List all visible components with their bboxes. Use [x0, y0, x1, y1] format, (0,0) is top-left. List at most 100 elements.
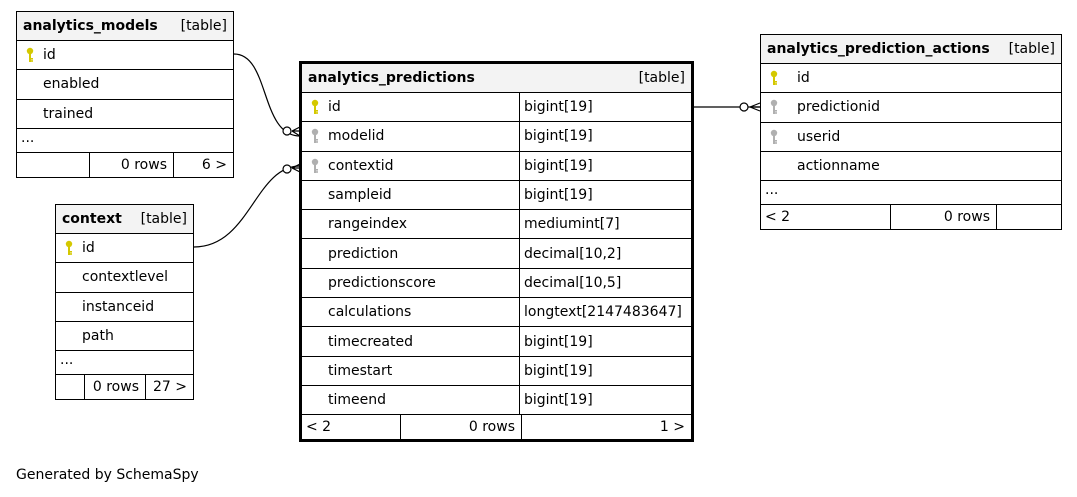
- table-footer: < 2 0 rows: [761, 205, 1061, 230]
- primary-key-icon: [302, 99, 328, 115]
- column-type: bigint[19]: [519, 180, 691, 210]
- column-name: contextid: [328, 157, 394, 174]
- column-name: contextlevel: [82, 269, 169, 286]
- table-name: analytics_models: [23, 18, 158, 34]
- more-columns-ellipsis: ...: [761, 181, 1061, 206]
- column-row-userid[interactable]: userid: [761, 123, 1061, 152]
- footer-row-count: 0 rows: [890, 205, 996, 230]
- column-row-actionname[interactable]: actionname: [761, 152, 1061, 182]
- foreign-key-icon: [302, 158, 328, 174]
- column-type: mediumint[7]: [519, 210, 691, 239]
- table-header: analytics_prediction_actions [table]: [761, 35, 1061, 64]
- column-row-path[interactable]: path: [56, 322, 193, 352]
- more-columns-ellipsis: ...: [56, 351, 193, 376]
- footer-next-link[interactable]: 1 >: [521, 415, 691, 440]
- column-row-rangeindex[interactable]: rangeindex mediumint[7]: [302, 210, 691, 240]
- table-kind: [table]: [140, 211, 187, 227]
- crowfoot-circle: [739, 102, 749, 112]
- column-name: timecreated: [328, 333, 413, 350]
- column-name: rangeindex: [328, 216, 408, 233]
- column-row-modelid[interactable]: modelid bigint[19]: [302, 122, 691, 152]
- footer-row-count: 0 rows: [400, 415, 521, 440]
- footer-right-link[interactable]: 6 >: [173, 152, 233, 177]
- column-name: calculations: [328, 304, 412, 321]
- table-analytics-prediction-actions[interactable]: analytics_prediction_actions [table] id p…: [760, 34, 1062, 231]
- column-row-predictionid[interactable]: predictionid: [761, 93, 1061, 123]
- column-row-sampleid[interactable]: sampleid bigint[19]: [302, 180, 691, 211]
- table-header: context [table]: [56, 205, 193, 234]
- column-row-timecreated[interactable]: timecreated bigint[19]: [302, 327, 691, 357]
- crowfoot-circle: [282, 164, 292, 174]
- footer-left: [56, 375, 84, 399]
- table-kind: [table]: [1008, 41, 1055, 57]
- column-type: bigint[19]: [519, 151, 691, 180]
- column-type: bigint[19]: [519, 327, 691, 356]
- column-row-id[interactable]: id bigint[19]: [302, 93, 691, 123]
- table-footer: 0 rows 6 >: [17, 152, 233, 177]
- column-type: decimal[10,2]: [519, 239, 691, 268]
- column-name: predictionscore: [328, 274, 436, 291]
- more-columns-ellipsis: ...: [17, 129, 233, 153]
- column-row-contextlevel[interactable]: contextlevel: [56, 263, 193, 293]
- table-header: analytics_models [table]: [17, 12, 233, 41]
- column-type: bigint[19]: [519, 356, 691, 385]
- table-analytics-models[interactable]: analytics_models [table] id enabled traine…: [16, 11, 234, 178]
- column-name: path: [82, 328, 114, 345]
- column-type: decimal[10,5]: [519, 268, 691, 298]
- table-name: context: [62, 211, 122, 227]
- foreign-key-icon: [761, 99, 787, 115]
- table-analytics-predictions[interactable]: analytics_predictions [table] id bigint[1…: [299, 61, 694, 443]
- table-footer: < 2 0 rows 1 >: [302, 415, 691, 440]
- column-name: predictionid: [797, 99, 881, 116]
- primary-key-icon: [17, 47, 43, 63]
- column-row-timeend[interactable]: timeend bigint[19]: [302, 385, 691, 416]
- column-row-instanceid[interactable]: instanceid: [56, 293, 193, 322]
- column-name: trained: [43, 105, 94, 122]
- column-row-enabled[interactable]: enabled: [17, 70, 233, 100]
- generated-by-credit: Generated by SchemaSpy: [16, 467, 199, 483]
- footer-prev-link[interactable]: < 2: [765, 209, 791, 226]
- column-name: prediction: [328, 245, 399, 262]
- footer-row-count: 0 rows: [89, 152, 173, 177]
- relation-context-predictions: [193, 165, 301, 248]
- column-row-id[interactable]: id: [761, 64, 1061, 94]
- table-name: analytics_prediction_actions: [767, 41, 990, 57]
- column-name: instanceid: [82, 298, 155, 315]
- column-name: modelid: [328, 128, 385, 145]
- table-footer: 0 rows 27 >: [56, 375, 193, 400]
- column-row-predictionscore[interactable]: predictionscore decimal[10,5]: [302, 268, 691, 299]
- table-kind: [table]: [180, 18, 227, 34]
- column-name: userid: [797, 128, 841, 145]
- primary-key-icon: [56, 240, 82, 256]
- column-row-trained[interactable]: trained: [17, 100, 233, 129]
- column-name: timeend: [328, 392, 387, 409]
- table-kind: [table]: [638, 70, 685, 86]
- column-name: id: [797, 70, 810, 87]
- column-row-contextid[interactable]: contextid bigint[19]: [302, 151, 691, 181]
- column-type: bigint[19]: [519, 93, 691, 122]
- crowfoot-many: [749, 102, 761, 112]
- column-name: sampleid: [328, 187, 392, 204]
- column-name: timestart: [328, 362, 393, 379]
- table-context[interactable]: context [table] id contextlevel instanceid…: [55, 204, 194, 401]
- column-row-prediction[interactable]: prediction decimal[10,2]: [302, 239, 691, 269]
- footer-prev-link[interactable]: < 2: [306, 419, 332, 436]
- footer-left: [17, 153, 89, 177]
- table-name: analytics_predictions: [308, 70, 475, 86]
- column-row-id[interactable]: id: [17, 41, 233, 71]
- column-type: bigint[19]: [519, 122, 691, 151]
- table-header: analytics_predictions [table]: [302, 64, 691, 93]
- footer-right-link[interactable]: 27 >: [145, 375, 193, 400]
- column-name: enabled: [43, 76, 100, 93]
- column-name: id: [328, 99, 341, 116]
- footer-right: [996, 205, 1061, 230]
- footer-row-count: 0 rows: [84, 375, 145, 400]
- foreign-key-icon: [302, 128, 328, 144]
- column-name: id: [82, 240, 95, 257]
- column-row-timestart[interactable]: timestart bigint[19]: [302, 356, 691, 386]
- column-name: id: [43, 47, 56, 64]
- column-row-id[interactable]: id: [56, 234, 193, 264]
- column-type: bigint[19]: [519, 385, 691, 415]
- foreign-key-icon: [761, 129, 787, 145]
